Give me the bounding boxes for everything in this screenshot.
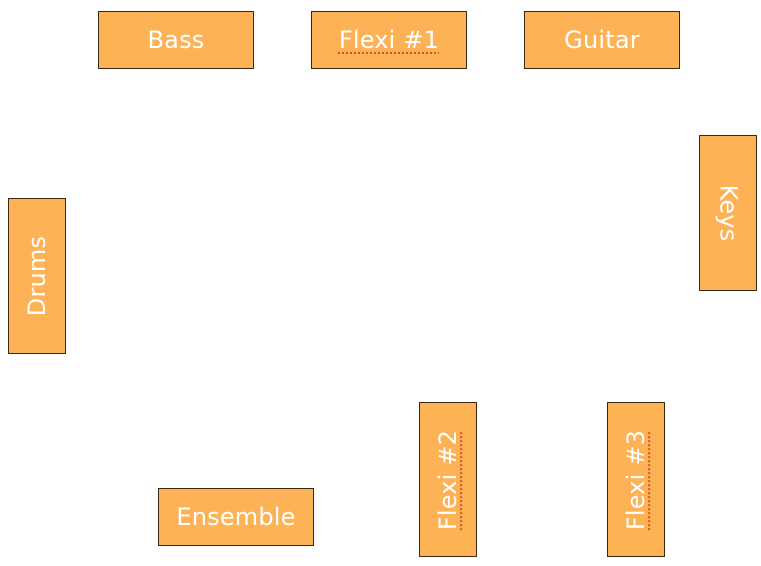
bass-block: Bass [98,11,254,69]
flexi-2-block: Flexi #2 [419,402,477,557]
keys-label: Keys [714,184,743,242]
flexi-2-label: Flexi #2 [434,429,463,530]
flexi-1-block: Flexi #1 [311,11,467,69]
guitar-block: Guitar [524,11,680,69]
ensemble-block: Ensemble [158,488,314,546]
keys-block: Keys [699,135,757,291]
flexi-1-label: Flexi #1 [338,26,440,54]
flexi-3-label: Flexi #3 [622,429,651,530]
guitar-label: Guitar [564,26,640,54]
ensemble-label: Ensemble [176,503,296,531]
drums-label: Drums [23,235,52,317]
drums-block: Drums [8,198,66,354]
flexi-3-block: Flexi #3 [607,402,665,557]
bass-label: Bass [147,26,205,54]
